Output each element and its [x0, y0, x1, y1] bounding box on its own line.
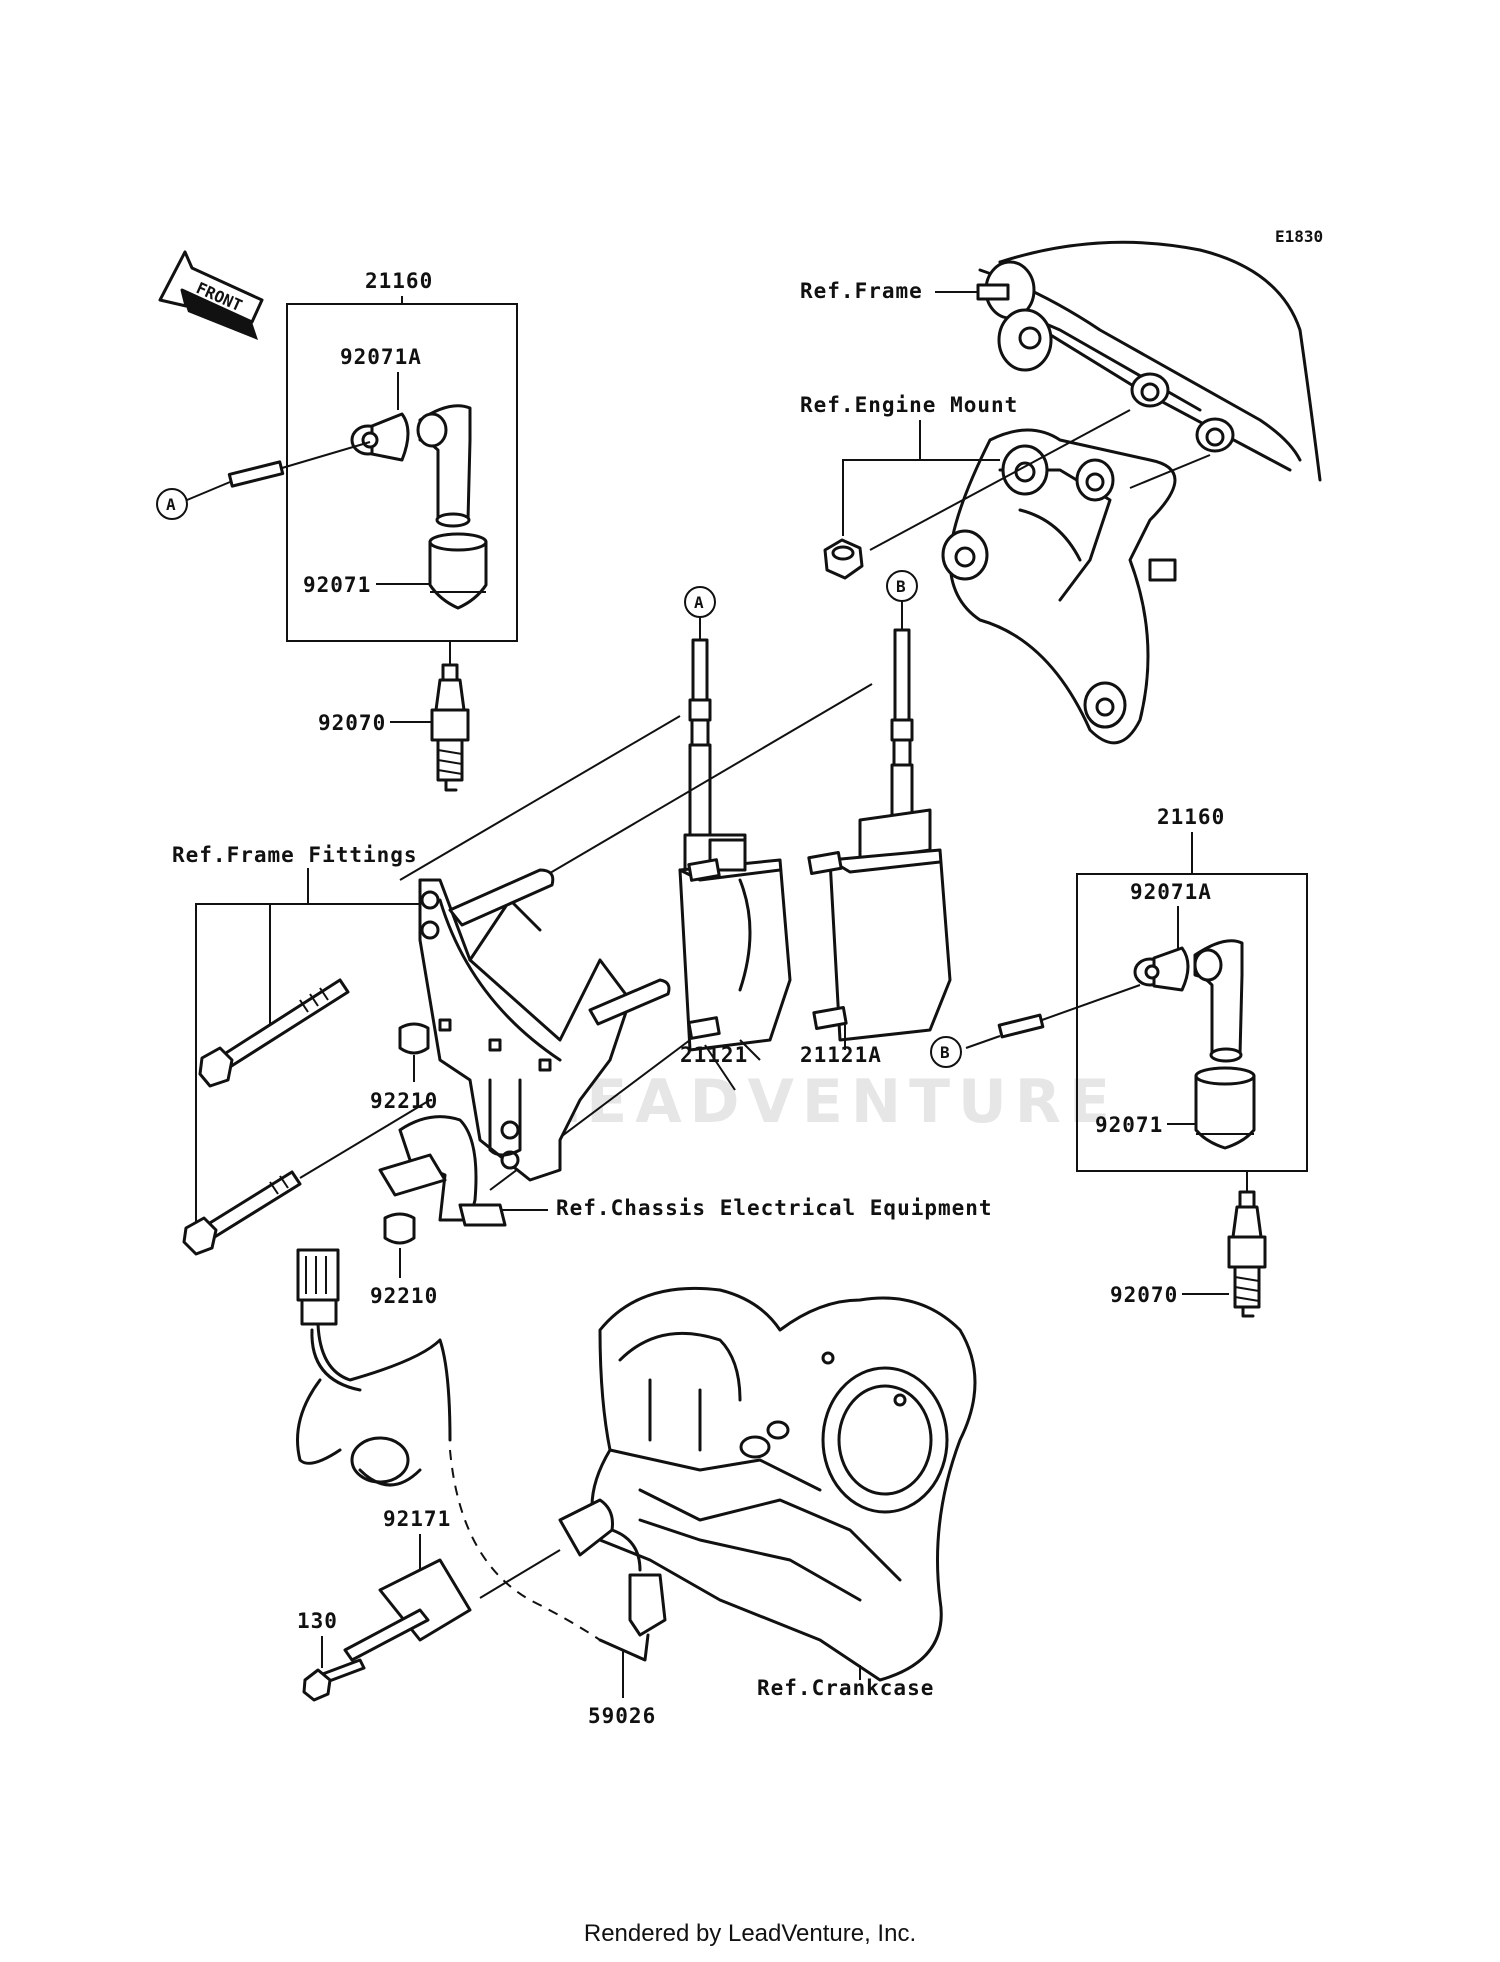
label-ref-engine-mount: Ref.Engine Mount	[800, 393, 1018, 417]
connector-a-left-icon	[156, 488, 188, 520]
label-right-21160: 21160	[1157, 805, 1225, 829]
label-92210-upper: 92210	[370, 1089, 438, 1113]
bolt-130: 130	[297, 1609, 366, 1702]
ignition-coil-21121: A 21121	[678, 586, 792, 1091]
label-92171: 92171	[383, 1507, 451, 1531]
left-plug-cap-assembly: 21160 92071A 92071 A	[156, 269, 518, 642]
right-plug-cap-assembly: 21160 92071A 92071 B	[930, 805, 1308, 1172]
label-21121: 21121	[680, 1043, 748, 1067]
left-spark-plug: 92070	[318, 641, 470, 792]
label-130: 130	[297, 1609, 338, 1633]
crank-sensor-59026: 59026	[558, 1498, 667, 1728]
label-ref-chassis-electrical: Ref.Chassis Electrical Equipment	[556, 1196, 993, 1220]
label-59026: 59026	[588, 1704, 656, 1728]
label-ref-frame: Ref.Frame	[800, 279, 923, 303]
connector-b-right-label: B	[940, 1043, 950, 1062]
chassis-electrical-clip: Ref.Chassis Electrical Equipment	[378, 1115, 993, 1227]
engine-mount-reference: Ref.Engine Mount	[800, 393, 1211, 745]
nut-92210-upper: 92210	[370, 1022, 438, 1113]
label-left-92070: 92070	[318, 711, 386, 735]
footer-credit: Rendered by LeadVenture, Inc.	[583, 1920, 917, 1947]
label-right-92071a: 92071A	[1130, 880, 1212, 904]
connector-a-coil-label: A	[694, 593, 704, 612]
watermark: LEADVENTURE	[540, 1067, 1118, 1137]
connector-b-right-icon	[930, 1036, 962, 1068]
label-right-92070: 92070	[1110, 1283, 1178, 1307]
frame-reference: Ref.Frame	[800, 240, 1322, 482]
label-left-21160: 21160	[365, 269, 433, 293]
clamp-92171: 92171	[343, 1507, 561, 1662]
right-spark-plug: 92070	[1110, 1171, 1267, 1318]
label-left-92071: 92071	[303, 573, 371, 597]
connector-a-left-label: A	[166, 495, 176, 514]
connector-b-coil-label: B	[896, 577, 906, 596]
label-92210-lower: 92210	[370, 1284, 438, 1308]
crank-sensor-harness	[296, 1248, 601, 1641]
label-21121a: 21121A	[800, 1043, 882, 1067]
diagram-code: E1830	[1275, 227, 1323, 246]
ignition-coil-21121a: B 21121A	[739, 570, 952, 1067]
label-ref-crankcase: Ref.Crankcase	[757, 1676, 934, 1700]
front-arrow-icon: FRONT	[158, 250, 264, 340]
frame-fittings-bracket: Ref.Frame Fittings	[172, 843, 671, 1256]
nut-92210-lower: 92210	[370, 1212, 438, 1308]
label-right-92071: 92071	[1095, 1113, 1163, 1137]
label-ref-frame-fittings: Ref.Frame Fittings	[172, 843, 418, 867]
label-left-92071a: 92071A	[340, 345, 422, 369]
crankcase-reference: Ref.Crankcase	[590, 1286, 977, 1700]
